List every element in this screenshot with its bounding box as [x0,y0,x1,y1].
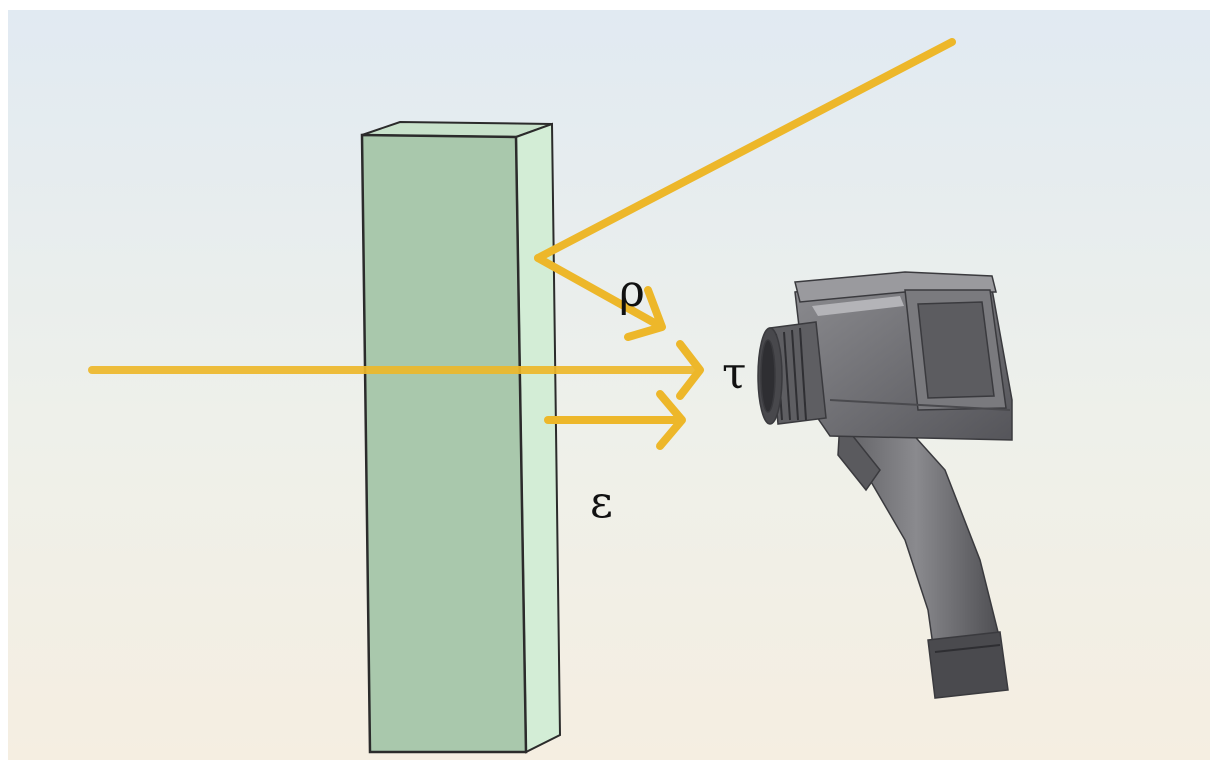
transmission-label: τ [722,348,746,399]
thermal-imaging-camera-icon [757,271,1013,699]
emission-label: ε [590,477,613,528]
incident-ray [534,38,956,262]
reflected-ray [534,254,664,330]
panel-front-face [360,133,528,754]
radiation-rays [88,38,956,450]
transmitted-arrowhead [676,340,704,400]
object-panel [360,120,562,754]
reflected-arrowhead [624,286,666,341]
emitted-arrowhead [656,390,686,450]
reflection-label: ρ [619,266,645,317]
background [8,10,1210,760]
